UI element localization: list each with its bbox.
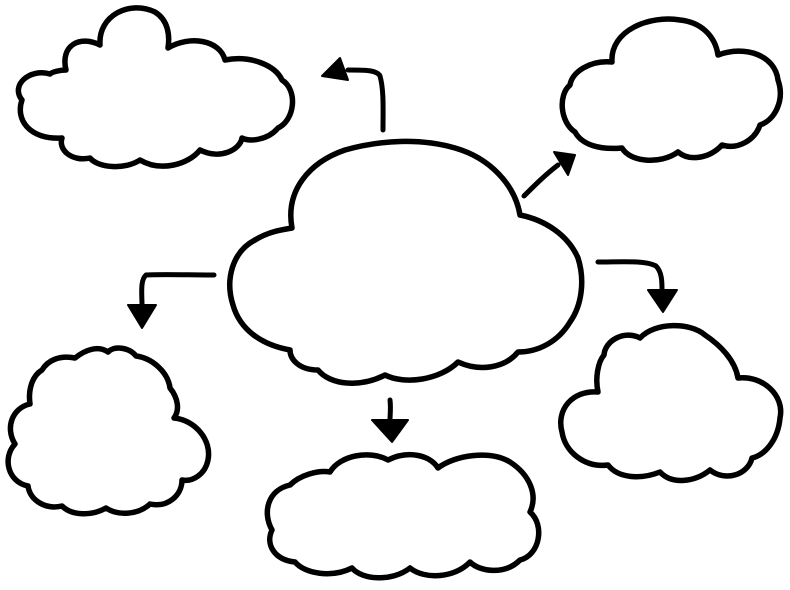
cloud-node-center xyxy=(227,138,585,386)
arrow-to-top-right xyxy=(521,151,576,199)
arrow-to-top-left xyxy=(321,57,386,133)
arrow-to-middle-left xyxy=(127,272,217,329)
cloud-node-top-left xyxy=(15,5,296,170)
arrow-to-middle-right xyxy=(595,259,678,313)
cloud-node-top-right xyxy=(559,16,783,164)
arrow-to-bottom xyxy=(371,397,409,443)
cloud-node-middle-right xyxy=(558,322,784,484)
cloud-node-middle-left xyxy=(5,345,212,517)
cloud-node-bottom xyxy=(264,451,542,581)
